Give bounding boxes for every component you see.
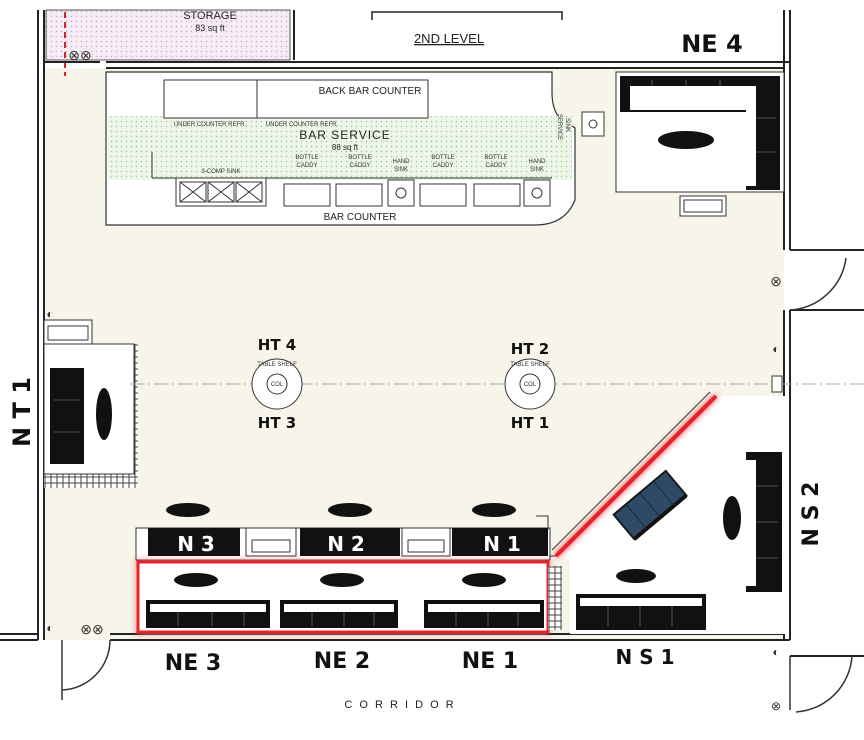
back-bar-counter-label: BACK BAR COUNTER xyxy=(319,86,422,97)
outlet-icon-1: ◐ xyxy=(772,342,779,356)
svg-text:HAND: HAND xyxy=(392,159,410,165)
service-sink-label-1: SERVICE xyxy=(556,114,562,140)
zone-n2: N 2 xyxy=(327,532,365,556)
hand-sink-2: HAND SINK xyxy=(523,159,551,207)
zone-ns2: N S 2 xyxy=(799,482,824,547)
zone-n3: N 3 xyxy=(177,532,215,556)
bar-counter-label: BAR COUNTER xyxy=(324,212,397,223)
svg-text:BOTTLE: BOTTLE xyxy=(348,155,371,161)
corridor-label: C O R R I D O R xyxy=(344,699,455,711)
zone-nt1: N T 1 xyxy=(8,377,36,447)
door-corridor-left[interactable] xyxy=(61,639,111,700)
door-corridor-right[interactable] xyxy=(789,655,853,713)
svg-text:SINK: SINK xyxy=(530,167,544,173)
bar-service-label: BAR SERVICE xyxy=(299,128,390,142)
storage-area: 83 sq ft xyxy=(195,23,225,33)
svg-text:BOTTLE: BOTTLE xyxy=(295,155,318,161)
wall-symbol-bottom-right: ⊗ xyxy=(771,699,781,713)
bar-service-zone xyxy=(108,116,572,180)
three-comp-sink-label: 3-COMP SINK xyxy=(202,169,241,175)
svg-text:CADDY: CADDY xyxy=(296,163,317,169)
second-level-label: 2ND LEVEL xyxy=(414,31,484,46)
n-row xyxy=(135,503,551,561)
zone-ht4: HT 4 xyxy=(258,336,296,354)
second-level-bracket xyxy=(371,11,563,20)
zone-ht1: HT 1 xyxy=(511,414,549,432)
storage-room xyxy=(45,9,291,61)
ne4-booth xyxy=(615,71,785,217)
column-ht2: COL TABLE SHELF xyxy=(504,358,556,410)
svg-text:COL: COL xyxy=(271,382,284,388)
outlet-icon-nt1: ◐ xyxy=(46,307,53,321)
wall-box xyxy=(771,375,783,393)
svg-text:SINK: SINK xyxy=(394,167,408,173)
bottle-caddy-1: BOTTLE CADDY xyxy=(283,155,331,207)
column-ht4: COL TABLE SHELF xyxy=(251,358,303,410)
zone-ne3: NE 3 xyxy=(165,651,221,676)
outlet-icon-left: ◐ xyxy=(46,621,53,635)
wall-symbol-bottom-left: ⊗⊗ xyxy=(80,621,103,637)
ne-row xyxy=(136,560,562,634)
zone-ne1: NE 1 xyxy=(462,649,518,674)
outlet-icon-2: ◐ xyxy=(772,645,779,659)
svg-text:CADDY: CADDY xyxy=(485,163,506,169)
zone-ne2: NE 2 xyxy=(314,649,370,674)
svg-text:HAND: HAND xyxy=(528,159,546,165)
door-icon-right-upper: ⊗ xyxy=(770,273,782,289)
zone-n1: N 1 xyxy=(483,532,521,556)
svg-text:CADDY: CADDY xyxy=(349,163,370,169)
zone-ht3: HT 3 xyxy=(258,414,296,432)
under-counter-refr-1: UNDER COUNTER REFR. xyxy=(174,122,247,128)
under-counter-refr-2: UNDER COUNTER REFR. xyxy=(266,122,339,128)
bottle-caddy-4: BOTTLE CADDY xyxy=(473,155,521,207)
zone-ht2: HT 2 xyxy=(511,340,549,358)
bar-service-area: 88 sq ft xyxy=(332,143,359,152)
back-bar-counter xyxy=(163,79,429,119)
bottle-caddy-2: BOTTLE CADDY xyxy=(335,155,383,207)
zone-ne4: NE 4 xyxy=(681,30,743,58)
hand-sink-1: HAND SINK xyxy=(387,159,415,207)
door-right-upper[interactable] xyxy=(789,249,847,311)
storage-label: STORAGE xyxy=(183,10,237,22)
svg-text:COL: COL xyxy=(524,382,537,388)
wall-symbol-top-left: ⊗⊗ xyxy=(68,47,91,63)
nt1-booth xyxy=(43,319,138,488)
zone-ns1: N S 1 xyxy=(616,645,675,669)
svg-text:TABLE SHELF: TABLE SHELF xyxy=(257,362,297,368)
three-comp-sink xyxy=(175,177,267,207)
svg-text:TABLE SHELF: TABLE SHELF xyxy=(510,362,550,368)
svg-text:BOTTLE: BOTTLE xyxy=(431,155,454,161)
bottle-caddy-3: BOTTLE CADDY xyxy=(419,155,467,207)
svg-text:CADDY: CADDY xyxy=(432,163,453,169)
service-sink-label-2: SINK xyxy=(564,118,570,132)
ns-area xyxy=(550,391,794,634)
svg-text:BOTTLE: BOTTLE xyxy=(484,155,507,161)
service-sink xyxy=(581,111,605,137)
